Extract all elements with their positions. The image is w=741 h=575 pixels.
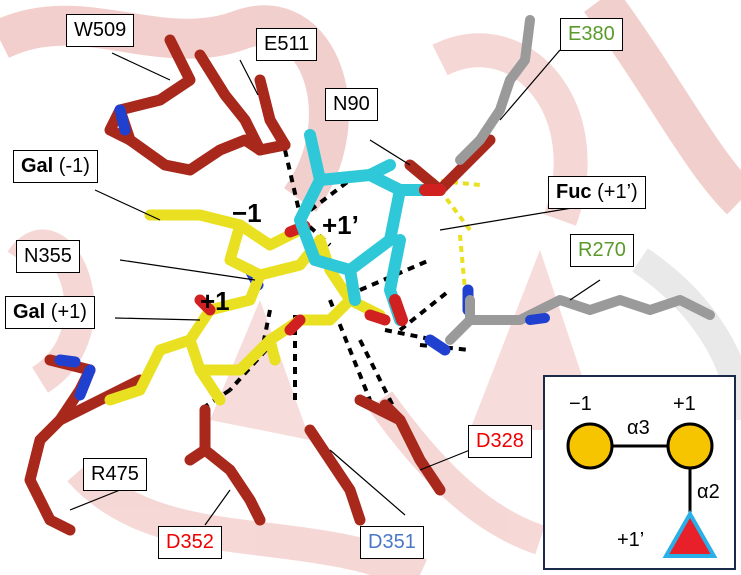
fucose-sticks bbox=[294, 129, 446, 326]
label-gal-plus1: Gal (+1) bbox=[5, 296, 95, 329]
label-d352: D352 bbox=[158, 526, 222, 559]
label-n90: N90 bbox=[325, 88, 378, 121]
galactose-sticks bbox=[104, 209, 386, 406]
legend-alpha3: α3 bbox=[627, 417, 650, 439]
label-e511: E511 bbox=[256, 28, 318, 61]
label-gal-plus1-name: Gal bbox=[13, 301, 46, 323]
site-plus1-label: +1 bbox=[200, 286, 230, 316]
gal-plus1-symbol bbox=[666, 422, 714, 470]
label-r475: R475 bbox=[83, 458, 147, 491]
site-plus1prime-label: +1’ bbox=[322, 210, 359, 240]
label-fuc-name: Fuc bbox=[556, 181, 592, 203]
legend-plus1prime: +1’ bbox=[617, 529, 645, 551]
label-gal-minus1: Gal (-1) bbox=[13, 150, 98, 183]
glycan-legend: −1 +1 α3 α2 +1’ bbox=[543, 375, 736, 570]
label-n355: N355 bbox=[16, 240, 80, 273]
yellow-bonds bbox=[429, 178, 481, 291]
legend-alpha2: α2 bbox=[697, 481, 720, 503]
legend-plus1: +1 bbox=[673, 393, 696, 415]
label-r270: R270 bbox=[570, 234, 634, 267]
label-gal-minus1-site: (-1) bbox=[53, 155, 90, 177]
label-d351: D351 bbox=[360, 526, 424, 559]
label-fuc-site: (+1’) bbox=[591, 181, 638, 203]
label-gal-plus1-site: (+1) bbox=[45, 301, 87, 323]
label-e380: E380 bbox=[560, 18, 623, 51]
gal-minus1-symbol bbox=[566, 422, 614, 470]
label-w509: W509 bbox=[66, 14, 135, 47]
fuc-symbol bbox=[662, 509, 718, 558]
site-minus1-label: −1 bbox=[232, 198, 262, 228]
legend-minus1: −1 bbox=[569, 393, 592, 415]
label-fuc: Fuc (+1’) bbox=[548, 176, 646, 209]
label-d328: D328 bbox=[468, 425, 532, 458]
label-gal-minus1-name: Gal bbox=[21, 155, 54, 177]
